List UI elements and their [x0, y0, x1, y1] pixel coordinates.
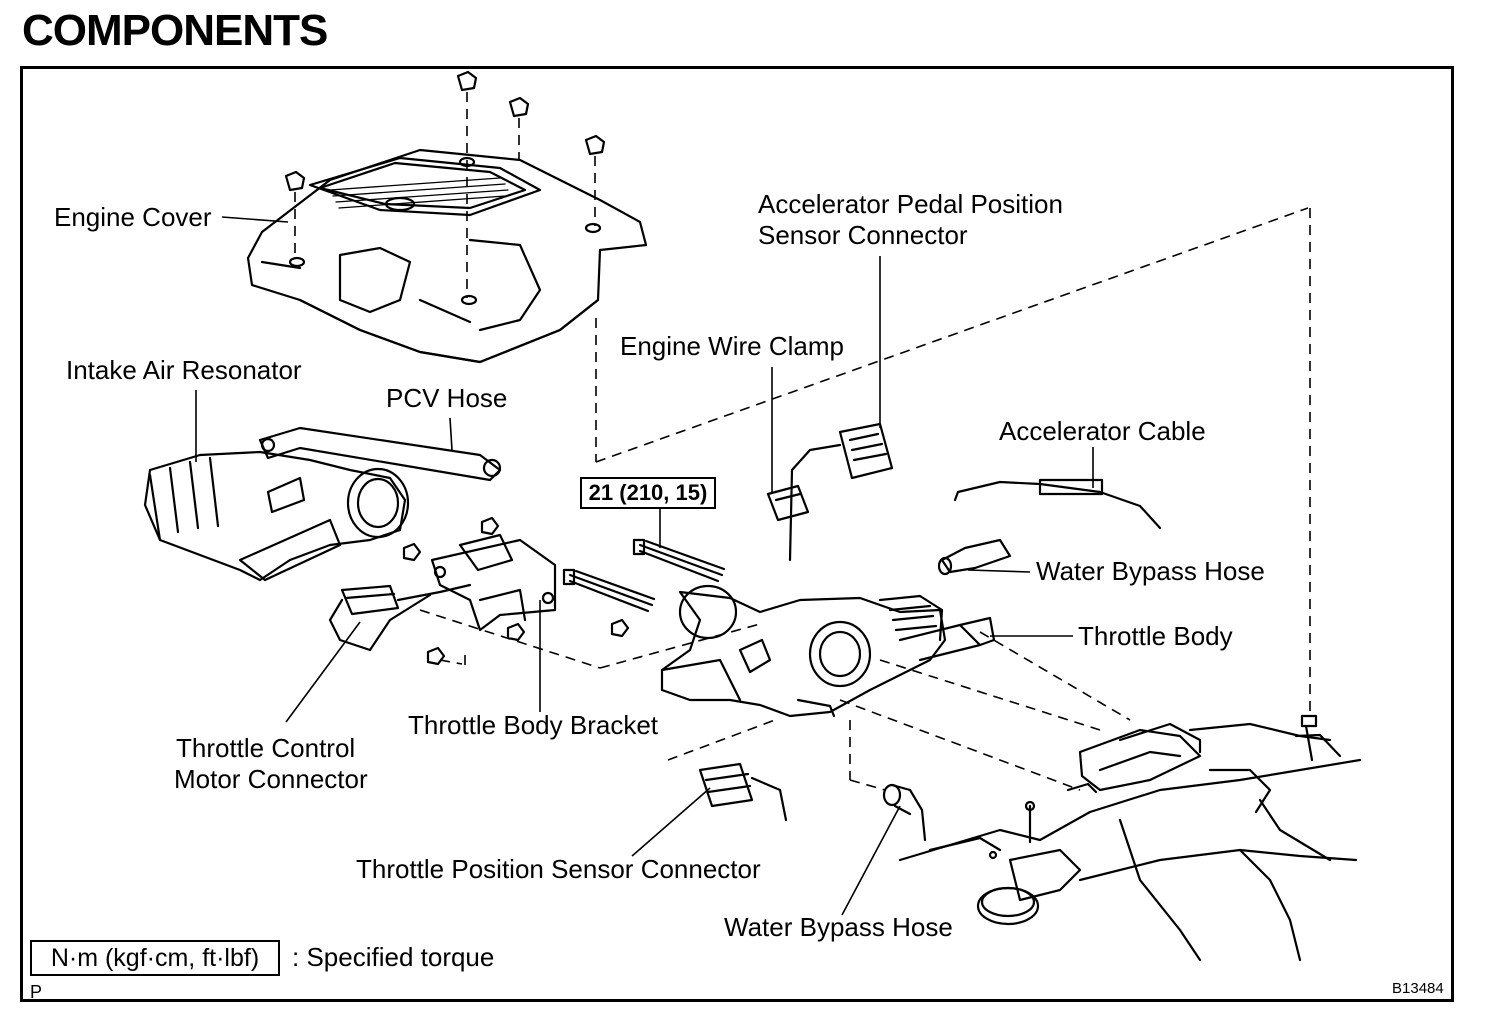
- assembly-dashed-lines: [294, 92, 1311, 791]
- engine-wire-clamp-drawing: [766, 484, 810, 522]
- leader-lines: [195, 216, 1094, 916]
- diagram-frame: [20, 66, 1454, 1002]
- label-engine-cover: Engine Cover: [54, 202, 212, 232]
- engine-cover-drawing: [246, 148, 648, 364]
- label-accelerator-cable: Accelerator Cable: [999, 416, 1206, 446]
- figure-code: B13484: [1392, 980, 1444, 997]
- label-throttle-body: Throttle Body: [1078, 621, 1233, 651]
- label-throttle-body-bracket: Throttle Body Bracket: [408, 710, 658, 740]
- label-intake-air-resonator: Intake Air Resonator: [66, 355, 302, 385]
- torque-legend-box: N·m (kgf·cm, ft·lbf): [30, 940, 280, 976]
- label-app-sensor-connector-line1: Accelerator Pedal Position: [758, 189, 1063, 219]
- page-title: COMPONENTS: [22, 6, 328, 55]
- accelerator-cable-drawing: [953, 478, 1162, 530]
- label-app-sensor-connector-line2: Sensor Connector: [758, 220, 968, 250]
- throttle-motor-connector-drawing: [328, 583, 472, 652]
- label-pcv-hose: PCV Hose: [386, 383, 508, 413]
- engine-block-drawing: [898, 714, 1362, 962]
- label-throttle-control-motor-connector-line2: Motor Connector: [174, 764, 368, 794]
- label-engine-wire-clamp: Engine Wire Clamp: [620, 331, 844, 361]
- water-bypass-hose-lower-drawing: [882, 783, 927, 842]
- torque-spec-box: 21 (210, 15): [580, 477, 716, 509]
- label-throttle-position-sensor-connector: Throttle Position Sensor Connector: [356, 854, 761, 884]
- intake-air-resonator-drawing: [143, 426, 502, 582]
- throttle-body-bracket-drawing: [430, 533, 557, 632]
- cover-nuts-drawing: [284, 70, 606, 192]
- app-sensor-connector-drawing: [788, 422, 894, 562]
- corner-mark-p: P: [30, 982, 43, 1002]
- torque-legend-text: : Specified torque: [292, 942, 495, 972]
- label-throttle-control-motor-connector-line1: Throttle Control: [176, 733, 356, 763]
- label-water-bypass-hose-lower: Water Bypass Hose: [724, 912, 953, 942]
- water-bypass-hose-upper-drawing: [937, 538, 1012, 576]
- tps-connector-drawing: [698, 762, 788, 822]
- label-water-bypass-hose-upper: Water Bypass Hose: [1036, 556, 1265, 586]
- bolts-drawing: [562, 538, 726, 613]
- throttle-body-drawing: [660, 584, 996, 718]
